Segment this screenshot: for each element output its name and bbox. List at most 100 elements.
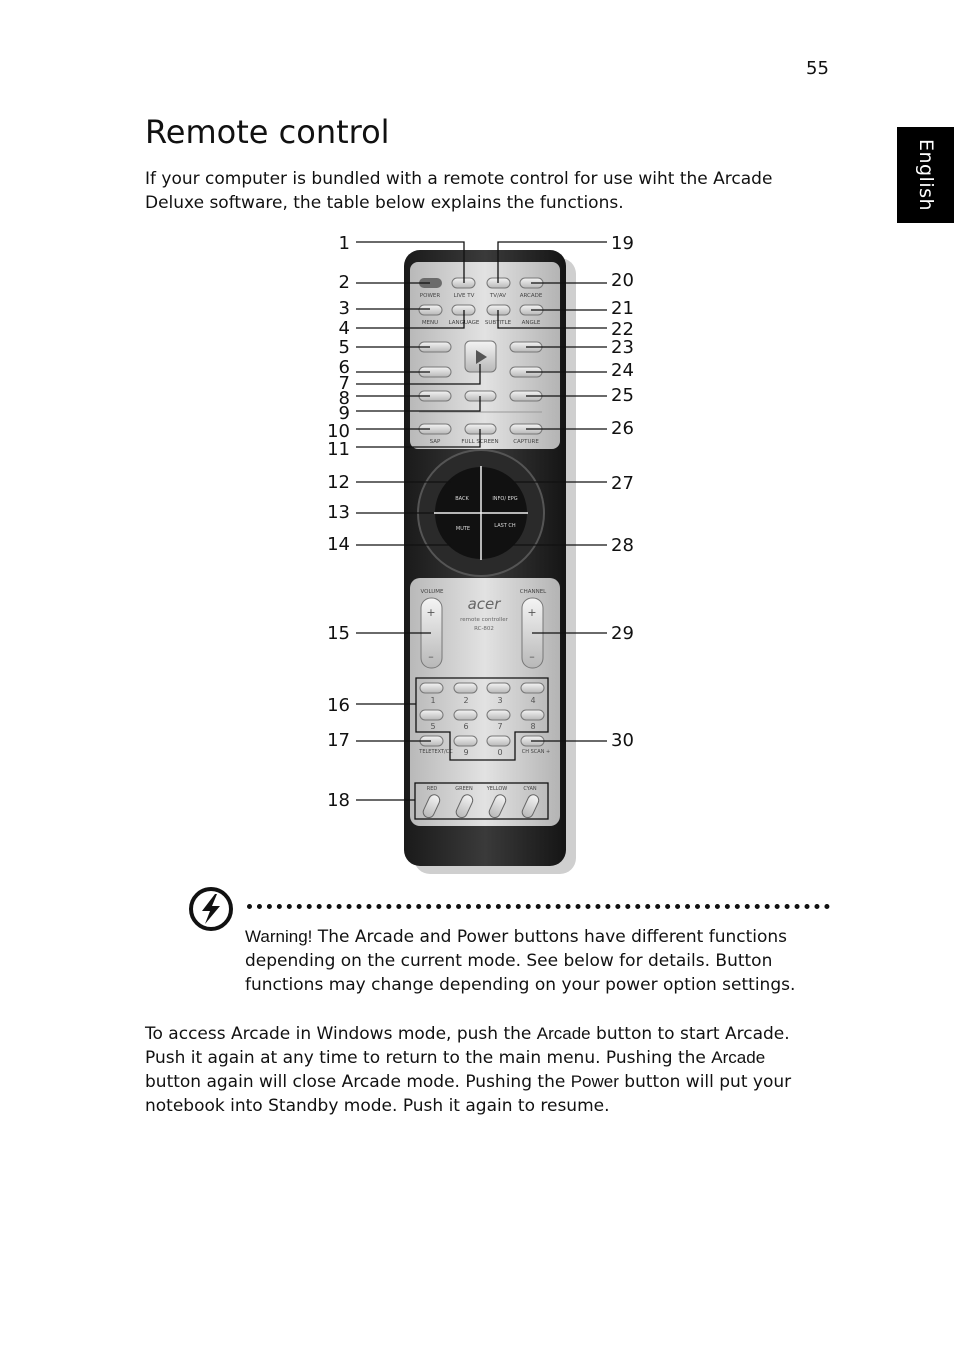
- back-label: BACK: [455, 496, 469, 502]
- color-buttons-outline: [415, 783, 548, 819]
- tv-av-button: [487, 278, 510, 288]
- svg-text:+: +: [527, 606, 536, 619]
- lightning-warning-icon: [188, 886, 234, 932]
- transport-buttons: SAP FULL SCREEN CAPTURE: [419, 341, 542, 445]
- remote-shadow: [414, 258, 576, 874]
- number-pad: 1 2 3 4 5 6 7 8 9 0 TELETEXT/CC CH SCAN …: [416, 678, 550, 760]
- volume-rocker: [421, 598, 442, 668]
- keyword-arcade-1: Arcade: [537, 1024, 591, 1043]
- callout-5: 5: [320, 339, 350, 357]
- yellow-button: [487, 793, 507, 819]
- power-button: [419, 278, 442, 288]
- callout-20: 20: [611, 272, 634, 290]
- fast-forward-button: [510, 367, 542, 377]
- previous-button: [419, 391, 451, 401]
- pause-button: [465, 391, 496, 401]
- full-screen-label: FULL SCREEN: [461, 439, 498, 445]
- callout-17: 17: [320, 732, 350, 750]
- language-button: [452, 305, 475, 315]
- play-icon: [476, 350, 487, 364]
- tv-av-label: TV/AV: [489, 293, 506, 299]
- top-row-buttons: POWER LIVE TV TV/AV ARCADE MENU LANGUAGE…: [419, 278, 543, 326]
- last-ch-label: LAST CH: [494, 523, 516, 529]
- digit-6: 6: [463, 722, 468, 731]
- body-text-1: To access Arcade in Windows mode, push t…: [145, 1024, 537, 1044]
- angle-label: ANGLE: [522, 320, 541, 326]
- callout-14: 14: [320, 536, 350, 554]
- body-paragraph: To access Arcade in Windows mode, push t…: [145, 1022, 825, 1118]
- color-buttons: RED GREEN YELLOW CYAN: [414, 783, 556, 819]
- svg-text:+: +: [426, 606, 435, 619]
- callout-15: 15: [320, 625, 350, 643]
- number-pad-outline: [416, 678, 548, 760]
- green-label: GREEN: [455, 786, 473, 792]
- teletext-label: TELETEXT/CC: [418, 749, 453, 755]
- digit-0: 0: [497, 748, 502, 757]
- callout-3: 3: [320, 300, 350, 318]
- digit-4: 4: [530, 696, 535, 705]
- warning-body: The Arcade and Power buttons have differ…: [245, 927, 795, 995]
- arcade-label: ARCADE: [520, 293, 543, 299]
- digit-1: 1: [430, 696, 435, 705]
- channel-label: CHANNEL: [520, 589, 547, 595]
- callout-1: 1: [320, 235, 350, 253]
- bottom-panel: [410, 578, 560, 826]
- play-button: [465, 341, 496, 372]
- capture-label: CAPTURE: [513, 439, 539, 445]
- remote-body: [404, 250, 566, 866]
- record-button: [419, 342, 451, 352]
- sap-label: SAP: [430, 439, 441, 445]
- channel-rocker: [522, 598, 543, 668]
- intro-paragraph: If your computer is bundled with a remot…: [145, 167, 805, 215]
- callout-26: 26: [611, 420, 634, 438]
- power-label: POWER: [420, 293, 441, 299]
- info-epg-label: INFO/ EPG: [492, 496, 517, 502]
- callout-24: 24: [611, 362, 634, 380]
- callout-11: 11: [320, 441, 350, 459]
- callout-18: 18: [320, 792, 350, 810]
- digit-8: 8: [530, 722, 535, 731]
- page-number: 55: [806, 58, 829, 79]
- digit-2: 2: [463, 696, 468, 705]
- language-label: LANGUAGE: [449, 320, 480, 326]
- ch-scan-label: CH SCAN +: [522, 749, 550, 755]
- language-tab-label: English: [915, 139, 937, 211]
- ch-scan-button: [521, 736, 544, 746]
- callout-27: 27: [611, 475, 634, 493]
- body-text-3: button again will close Arcade mode. Pus…: [145, 1072, 571, 1092]
- red-label: RED: [427, 786, 438, 792]
- keyword-power: Power: [571, 1072, 619, 1091]
- keyword-arcade-2: Arcade: [711, 1048, 765, 1067]
- digit-3: 3: [497, 696, 502, 705]
- angle-button: [520, 305, 543, 315]
- svg-text:–: –: [529, 650, 535, 663]
- digit-7: 7: [497, 722, 502, 731]
- live-tv-button: [452, 278, 475, 288]
- mute-label: MUTE: [456, 526, 470, 532]
- nav-ring: [418, 450, 544, 576]
- stop-button: [510, 342, 542, 352]
- digit-9: 9: [463, 748, 468, 757]
- callout-25: 25: [611, 387, 634, 405]
- digit-5: 5: [430, 722, 435, 731]
- cyan-label: CYAN: [523, 786, 536, 792]
- next-button: [510, 391, 542, 401]
- menu-label: MENU: [422, 320, 438, 326]
- teletext-button: [420, 736, 443, 746]
- volume-label: VOLUME: [420, 589, 444, 595]
- callout-4: 4: [320, 320, 350, 338]
- svg-text:–: –: [428, 650, 434, 663]
- arcade-button: [520, 278, 543, 288]
- sap-button: [419, 424, 451, 434]
- callout-21: 21: [611, 300, 634, 318]
- warning-divider: [247, 904, 830, 909]
- leader-lines-left: [356, 242, 480, 800]
- rewind-button: [419, 367, 451, 377]
- callout-29: 29: [611, 625, 634, 643]
- language-tab: English: [897, 127, 954, 223]
- callout-19: 19: [611, 235, 634, 253]
- live-tv-label: LIVE TV: [454, 293, 475, 299]
- callout-23: 23: [611, 339, 634, 357]
- callout-28: 28: [611, 537, 634, 555]
- top-panel: [410, 262, 560, 449]
